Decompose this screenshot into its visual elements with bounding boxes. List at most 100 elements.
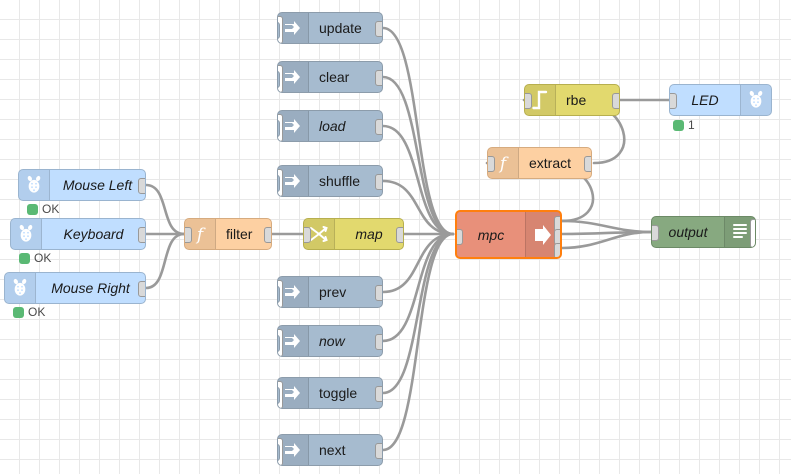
inject-trigger-button[interactable] <box>278 16 283 43</box>
step-function-icon <box>525 85 556 115</box>
input-port[interactable] <box>304 227 311 243</box>
output-port[interactable] <box>396 227 403 243</box>
output-port[interactable] <box>375 386 382 402</box>
output-port[interactable] <box>584 156 591 172</box>
node-label: filter <box>226 226 253 242</box>
wire-next-mpc <box>381 232 455 452</box>
node-function-filter[interactable]: f filter <box>184 218 272 250</box>
node-label: map <box>355 226 383 242</box>
inject-button-square-icon <box>278 21 280 39</box>
status-dot-icon <box>27 203 38 215</box>
output-port[interactable] <box>138 227 145 243</box>
input-port[interactable] <box>488 156 495 172</box>
node-mpc[interactable]: mpc <box>455 210 562 259</box>
node-inject-toggle[interactable]: toggle <box>277 377 383 409</box>
debug-enable-toggle[interactable] <box>750 219 755 247</box>
node-label: next <box>319 442 346 458</box>
input-port[interactable] <box>525 93 532 109</box>
node-rpi-mouse-left[interactable]: Mouse Left <box>18 169 146 201</box>
wire-toggle-mpc <box>381 232 455 395</box>
wire-mpc-output-1 <box>560 219 653 234</box>
inject-arrow-icon <box>278 277 309 307</box>
node-inject-now[interactable]: now <box>277 325 383 357</box>
status-text: OK <box>34 251 52 265</box>
output-port[interactable] <box>612 93 619 109</box>
inject-button-square-icon <box>278 70 280 88</box>
inject-arrow-icon <box>278 326 309 356</box>
inject-button-square-icon <box>278 443 280 461</box>
node-inject-clear[interactable]: clear <box>277 61 383 93</box>
status-dot-icon <box>19 252 30 264</box>
wire-update-mpc <box>381 26 455 236</box>
inject-trigger-button[interactable] <box>278 65 283 92</box>
inject-button-square-icon <box>278 119 280 137</box>
node-rbe[interactable]: rbe <box>524 84 620 116</box>
inject-trigger-button[interactable] <box>278 169 283 196</box>
output-port[interactable] <box>375 334 382 350</box>
input-port[interactable] <box>457 229 463 245</box>
node-label: clear <box>319 69 350 85</box>
node-label: Keyboard <box>63 226 124 242</box>
wire-mpc-output-3 <box>560 230 653 250</box>
inject-arrow-icon <box>278 435 309 465</box>
output-port-3[interactable] <box>554 243 560 257</box>
inject-trigger-button[interactable] <box>278 114 283 141</box>
output-port[interactable] <box>264 227 271 243</box>
inject-button-square-icon <box>278 174 280 192</box>
status-rpi-led: 1 <box>673 118 695 132</box>
node-switch-map[interactable]: map <box>303 218 404 250</box>
status-rpi-keyboard: OK <box>19 251 51 265</box>
raspberry-pi-icon <box>5 273 36 303</box>
node-inject-prev[interactable]: prev <box>277 276 383 308</box>
input-port[interactable] <box>185 227 192 243</box>
wire-now-mpc <box>381 232 455 343</box>
node-label: load <box>319 118 346 134</box>
status-dot-icon <box>673 119 684 131</box>
inject-button-square-icon <box>278 334 280 352</box>
inject-trigger-button[interactable] <box>278 438 283 465</box>
input-port[interactable] <box>652 225 659 241</box>
inject-arrow-icon <box>278 166 309 196</box>
raspberry-pi-icon <box>740 85 771 115</box>
inject-trigger-button[interactable] <box>278 381 283 408</box>
node-rpi-keyboard[interactable]: Keyboard <box>10 218 146 250</box>
node-inject-update[interactable]: update <box>277 12 383 44</box>
node-function-extract[interactable]: f extract <box>487 147 592 179</box>
output-port[interactable] <box>375 285 382 301</box>
inject-button-square-icon <box>278 285 280 303</box>
output-port[interactable] <box>138 281 145 297</box>
svg-text:f: f <box>195 225 206 244</box>
debug-lines-icon <box>724 217 755 247</box>
node-rpi-led[interactable]: LED <box>669 84 772 116</box>
wire-clear-mpc <box>381 75 455 236</box>
node-label: Mouse Right <box>51 280 130 296</box>
node-debug-output[interactable]: output <box>651 216 756 248</box>
node-label: LED <box>691 92 719 108</box>
inject-trigger-button[interactable] <box>278 280 283 307</box>
raspberry-pi-icon <box>11 219 42 249</box>
node-inject-load[interactable]: load <box>277 110 383 142</box>
inject-trigger-button[interactable] <box>278 329 283 356</box>
input-port[interactable] <box>670 93 677 109</box>
node-inject-next[interactable]: next <box>277 434 383 466</box>
node-inject-shuffle[interactable]: shuffle <box>277 165 383 197</box>
output-port[interactable] <box>375 443 382 459</box>
status-rpi-mouse-left: OK <box>27 202 59 216</box>
node-label: extract <box>529 155 572 171</box>
inject-arrow-icon <box>278 13 309 43</box>
inject-arrow-icon <box>278 378 309 408</box>
node-rpi-mouse-right[interactable]: Mouse Right <box>4 272 146 304</box>
output-port[interactable] <box>375 70 382 86</box>
svg-text:f: f <box>498 154 509 173</box>
node-label: Mouse Left <box>62 177 133 193</box>
output-port[interactable] <box>138 178 145 194</box>
node-label: output <box>668 224 708 240</box>
status-text: OK <box>28 305 46 319</box>
status-text: 1 <box>688 118 695 132</box>
output-port[interactable] <box>375 119 382 135</box>
status-rpi-mouse-right: OK <box>13 305 45 319</box>
output-port[interactable] <box>375 174 382 190</box>
output-port[interactable] <box>375 21 382 37</box>
wire-mpc-output-2 <box>560 230 653 236</box>
